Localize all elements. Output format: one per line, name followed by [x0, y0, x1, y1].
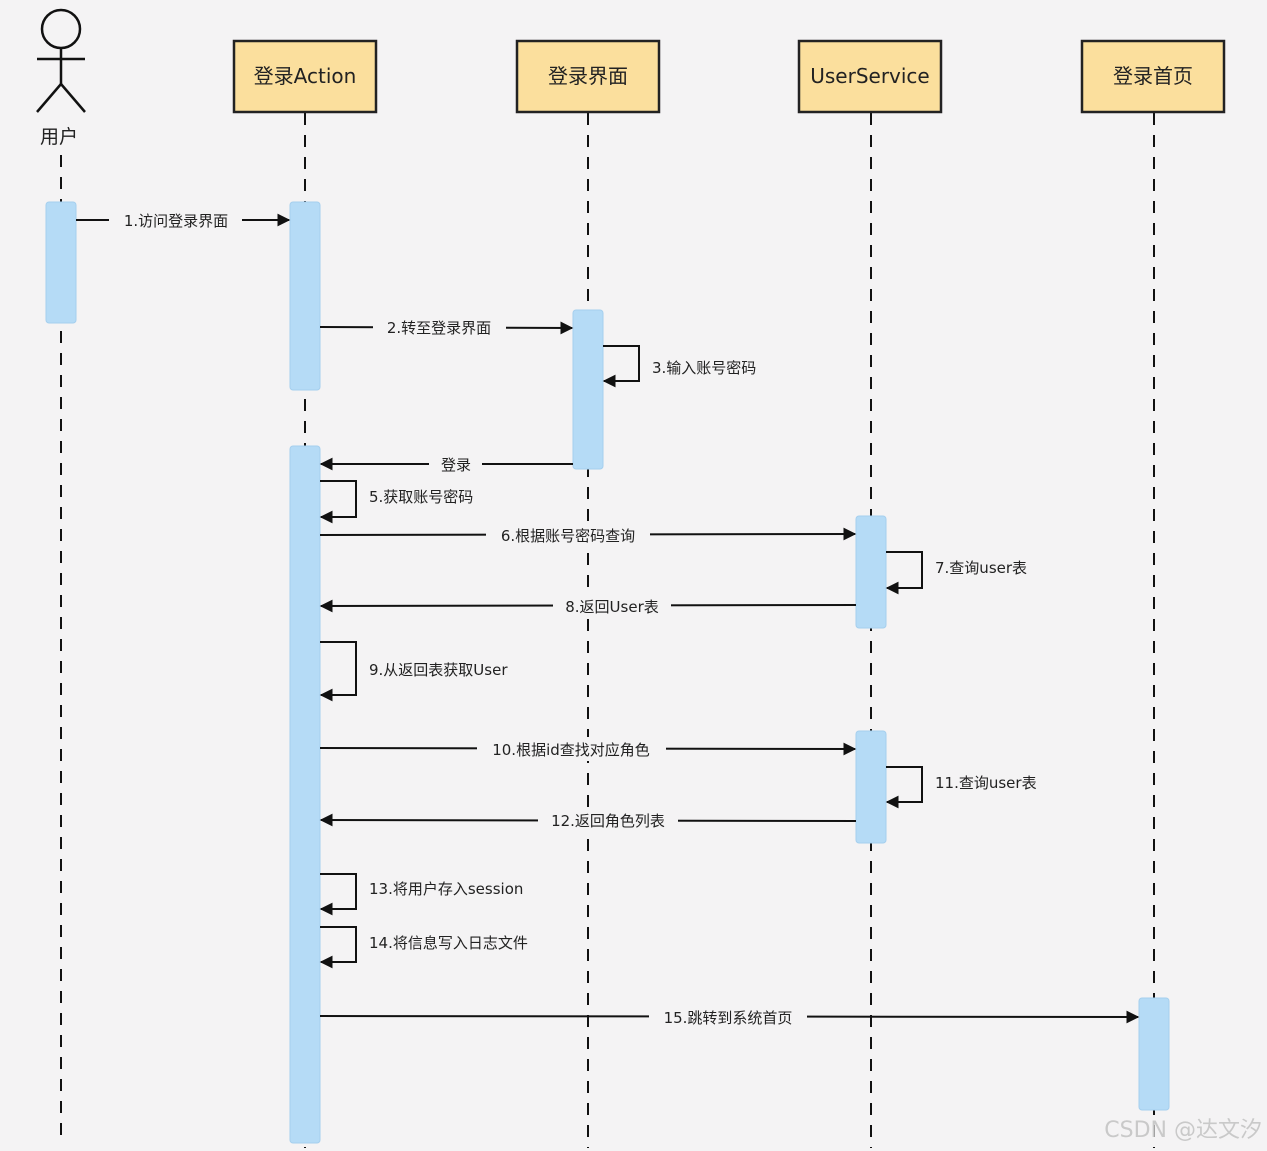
message-12: 12.返回角色列表	[319, 808, 857, 832]
participant-ui: 登录界面	[515, 39, 661, 114]
message-15: 15.跳转到系统首页	[319, 1005, 1140, 1029]
participant-service: UserService	[797, 39, 943, 114]
message-label: 7.查询user表	[935, 559, 1027, 577]
message-label: 12.返回角色列表	[551, 812, 665, 830]
message-11: 11.查询user表	[885, 766, 1037, 809]
message-6: 6.根据账号密码查询	[319, 523, 857, 547]
message-9: 9.从返回表获取User	[319, 641, 508, 702]
participant-label: 登录界面	[548, 64, 628, 88]
message-14: 14.将信息写入日志文件	[319, 926, 528, 969]
lifelines	[60, 113, 1155, 1148]
activation-user	[45, 201, 77, 324]
participant-label: UserService	[810, 64, 930, 88]
participant-home: 登录首页	[1080, 39, 1226, 114]
message-label: 6.根据账号密码查询	[501, 527, 635, 545]
message-5: 5.获取账号密码	[319, 480, 473, 524]
message-2: 2.转至登录界面	[319, 315, 574, 339]
message-label: 13.将用户存入session	[369, 880, 523, 898]
watermark: CSDN @达文汐	[1104, 1118, 1262, 1143]
message-7: 7.查询user表	[885, 551, 1027, 595]
message-13: 13.将用户存入session	[319, 873, 523, 916]
message-label: 3.输入账号密码	[652, 359, 756, 377]
message-label: 1.访问登录界面	[124, 212, 228, 230]
activation-action-2	[289, 445, 321, 1144]
activation-service-2	[855, 730, 887, 844]
participant-action: 登录Action	[232, 39, 378, 114]
message-label: 2.转至登录界面	[387, 319, 491, 337]
actor-user	[36, 8, 86, 113]
message-1: 1.访问登录界面	[76, 208, 291, 232]
message-label: 8.返回User表	[565, 598, 659, 616]
message-3: 3.输入账号密码	[602, 345, 756, 388]
activations	[45, 201, 1170, 1144]
participant-label: 登录首页	[1113, 64, 1193, 88]
activation-service-1	[855, 515, 887, 629]
actor-label: 用户	[40, 126, 78, 148]
activation-home	[1138, 997, 1170, 1111]
message-label: 15.跳转到系统首页	[664, 1009, 793, 1027]
message-label: 9.从返回表获取User	[369, 661, 508, 679]
activation-ui	[572, 309, 604, 470]
message-4: 登录	[319, 452, 573, 476]
message-8: 8.返回User表	[319, 594, 857, 618]
participant-label: 登录Action	[254, 64, 357, 88]
message-label: 14.将信息写入日志文件	[369, 934, 528, 952]
message-10: 10.根据id查找对应角色	[319, 737, 857, 761]
message-label: 登录	[441, 456, 471, 474]
message-label: 10.根据id查找对应角色	[492, 741, 650, 759]
stick-figure-icon	[36, 8, 86, 113]
message-label: 5.获取账号密码	[369, 488, 473, 506]
activation-action-1	[289, 201, 321, 391]
message-label: 11.查询user表	[935, 774, 1037, 792]
